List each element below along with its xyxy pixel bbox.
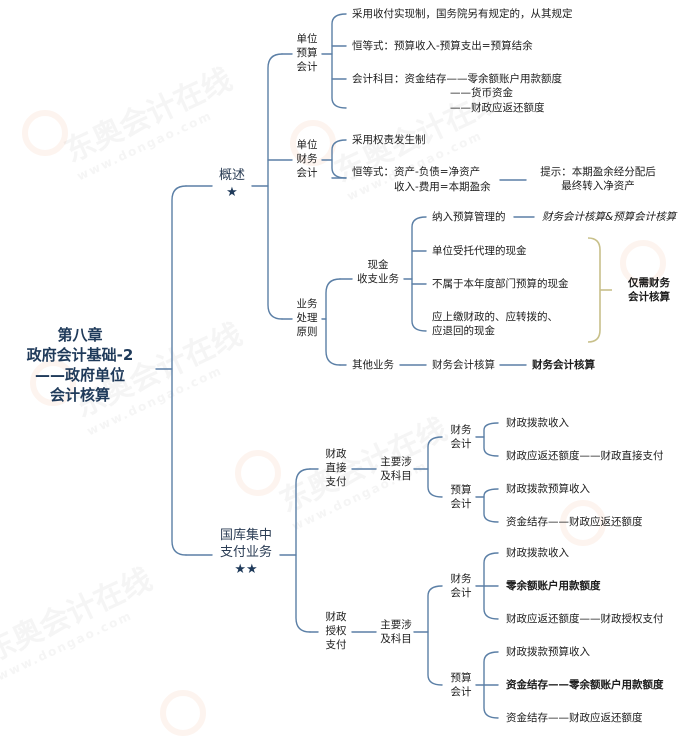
- node-budget-accounting: 单位 预算 会计: [292, 32, 322, 74]
- leaf-item: 财政拨款收入: [506, 417, 569, 429]
- leaf-item: 纳入预算管理的: [432, 211, 506, 223]
- node-direct-payment: 财政 直接 支付: [320, 447, 352, 489]
- leaf-item: ——货币资金: [450, 87, 513, 99]
- star-icon: ★: [226, 185, 238, 200]
- node-label-line: 预算: [450, 672, 472, 684]
- leaf-item: 财政拨款预算收入: [506, 646, 590, 658]
- node-label-line: 主要涉: [380, 619, 412, 631]
- node-label-line: 会计: [450, 498, 472, 510]
- leaf-item: 会计科目：资金结存——零余额账户用款额度: [352, 73, 562, 85]
- branch-treasury-label: 国库集中: [219, 528, 272, 543]
- node-label-line: 会计: [296, 167, 318, 179]
- leaf-note: 财务会计核算&预算会计核算: [542, 211, 677, 223]
- leaf-item: 财务会计核算: [432, 359, 495, 371]
- node-finance-accounting: 财务 会计: [446, 423, 476, 451]
- node-label-line: 原则: [296, 326, 318, 338]
- node-label-line: 财政: [325, 611, 347, 623]
- node-label-line: 单位: [296, 33, 318, 45]
- leaf-item: 财政拨款收入: [506, 547, 569, 559]
- node-label-line: 会计: [450, 686, 472, 698]
- leaf-item: 零余额账户用款额度: [506, 580, 601, 592]
- leaf-item: 资金结存——财政应返还额度: [506, 712, 643, 724]
- leaf-item: 财政应返还额度——财政直接支付: [506, 450, 664, 462]
- node-label-line: 会计: [296, 61, 318, 73]
- node-label-line: 授权: [325, 625, 347, 637]
- leaf-item: 恒等式：资产-负债=净资产: [352, 166, 481, 178]
- tip-line: 提示：本期盈余经分配后: [540, 166, 656, 178]
- node-label-line: 财政: [325, 448, 347, 460]
- node-label-line: 支付: [325, 476, 347, 488]
- bracket-note-line: 仅需财务: [628, 277, 670, 289]
- node-business-principles: 业务 处理 原则: [292, 297, 322, 339]
- leaf-item: 财政应返还额度——财政授权支付: [506, 613, 664, 625]
- root-line: ——政府单位: [34, 366, 125, 384]
- leaf-line: 应退回的现金: [432, 325, 495, 337]
- node-authorized-payment: 财政 授权 支付: [320, 610, 352, 652]
- leaf-result: 财务会计核算: [532, 359, 595, 371]
- leaf-item: ——财政应返还额度: [450, 102, 545, 114]
- leaf-item: 财政拨款预算收入: [506, 483, 590, 495]
- node-budget-accounting-2: 预算 会计: [446, 483, 476, 511]
- node-label-line: 主要涉: [380, 456, 412, 468]
- node-label-line: 预算: [296, 47, 318, 59]
- branch-overview: 概述 ★: [212, 167, 252, 201]
- root-node-title: 第八章 政府会计基础-2 ——政府单位 会计核算: [6, 325, 154, 405]
- node-financial-accounting: 单位 财务 会计: [292, 138, 322, 180]
- node-label-line: 财务: [296, 153, 318, 165]
- node-finance-accounting: 财务 会计: [446, 572, 476, 600]
- node-label-line: 收支业务: [357, 273, 399, 285]
- leaf-item: 单位受托代理的现金: [432, 245, 527, 257]
- node-label-line: 业务: [296, 298, 318, 310]
- root-line: 政府会计基础-2: [26, 346, 134, 364]
- star-icon: ★★: [234, 562, 258, 577]
- node-label-line: 单位: [296, 139, 318, 151]
- bracket-note: 仅需财务 会计核算: [616, 276, 682, 304]
- leaf-item: 采用收付实现制，国务院另有规定的，从其规定: [352, 8, 573, 20]
- node-main-subjects: 主要涉 及科目: [378, 455, 414, 483]
- root-line: 会计核算: [49, 386, 110, 404]
- node-cash-business: 现金 收支业务: [352, 258, 404, 286]
- root-line: 第八章: [57, 326, 103, 344]
- node-label-line: 及科目: [380, 633, 412, 645]
- leaf-item: 资金结存——财政应返还额度: [506, 516, 643, 528]
- leaf-item: 收入-费用=本期盈余: [394, 181, 491, 193]
- node-other-business: 其他业务: [352, 359, 394, 371]
- node-label-line: 支付: [325, 639, 347, 651]
- branch-treasury-payment: 国库集中 支付业务 ★★: [212, 527, 280, 578]
- leaf-item: 应上缴财政的、应转拨的、 应退回的现金: [432, 310, 558, 338]
- leaf-item: 采用权责发生制: [352, 134, 426, 146]
- node-label-line: 直接: [325, 462, 347, 474]
- tip-note: 提示：本期盈余经分配后 最终转入净资产: [528, 165, 668, 193]
- node-label-line: 现金: [367, 259, 389, 271]
- leaf-line: 应上缴财政的、应转拨的、: [432, 311, 558, 323]
- leaf-item: 恒等式：预算收入-预算支出=预算结余: [352, 40, 533, 52]
- node-label-line: 预算: [450, 484, 472, 496]
- node-label-line: 财务: [450, 573, 472, 585]
- leaf-item: 不属于本年度部门预算的现金: [432, 278, 569, 290]
- node-main-subjects: 主要涉 及科目: [378, 618, 414, 646]
- node-label-line: 会计: [450, 438, 472, 450]
- leaf-item: 资金结存——零余额账户用款额度: [506, 679, 664, 691]
- bracket-note-line: 会计核算: [628, 291, 670, 303]
- node-budget-accounting-2: 预算 会计: [446, 671, 476, 699]
- node-label-line: 财务: [450, 424, 472, 436]
- node-label-line: 会计: [450, 587, 472, 599]
- branch-treasury-label: 支付业务: [219, 545, 272, 560]
- node-label-line: 及科目: [380, 470, 412, 482]
- tip-line: 最终转入净资产: [561, 180, 635, 192]
- branch-overview-label: 概述: [218, 168, 245, 183]
- node-label-line: 处理: [296, 312, 318, 324]
